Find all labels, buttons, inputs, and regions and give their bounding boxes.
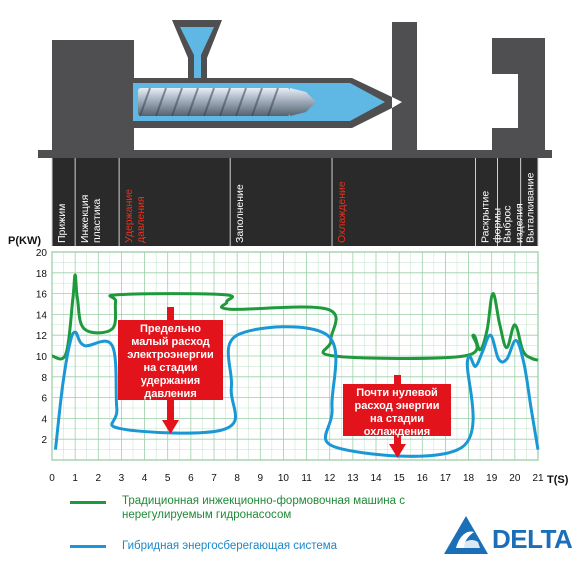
stage-label-line: давления	[135, 196, 147, 243]
x-tick-label: 1	[72, 473, 78, 484]
svg-text:DELTA: DELTA	[492, 524, 573, 554]
x-tick-label: 9	[258, 473, 264, 484]
y-tick-label: 4	[41, 414, 47, 425]
delta-logo: DELTA	[444, 516, 574, 554]
x-axis-title: T(S)	[547, 474, 569, 486]
y-tick-label: 16	[36, 290, 48, 301]
x-tick-label: 7	[211, 473, 217, 484]
legend-traditional: Традиционная инжекционно-формовочная маш…	[70, 494, 430, 524]
x-tick-label: 0	[49, 473, 55, 484]
x-tick-label: 15	[394, 473, 406, 484]
y-tick-label: 2	[41, 435, 47, 446]
x-tick-label: 17	[440, 473, 452, 484]
x-tick-label: 4	[142, 473, 148, 484]
y-tick-label: 10	[36, 352, 48, 363]
stage-label-line: Удержание	[123, 189, 135, 243]
legend-swatch-hybrid	[70, 545, 106, 548]
stage-band	[52, 158, 538, 246]
x-tick-label: 18	[463, 473, 475, 484]
x-tick-label: 10	[278, 473, 290, 484]
y-tick-label: 12	[36, 331, 48, 342]
legend-hybrid: Гибридная энергосберегающая система	[70, 539, 430, 555]
x-tick-label: 19	[486, 473, 498, 484]
x-tick-label: 21	[532, 473, 544, 484]
x-tick-label: 13	[347, 473, 359, 484]
legend-swatch-traditional	[70, 501, 106, 504]
y-tick-label: 20	[36, 248, 48, 259]
stage-label-line: изделия	[514, 203, 526, 243]
machine-base	[38, 150, 552, 158]
stage-label: Заполнение	[234, 184, 246, 243]
legend-label-hybrid: Гибридная энергосберегающая система	[122, 540, 338, 552]
x-tick-label: 5	[165, 473, 171, 484]
series-line-traditional	[51, 273, 539, 362]
fixed-mold-plate	[392, 22, 417, 150]
x-tick-label: 12	[324, 473, 336, 484]
y-tick-labels: 2 4 6 8 10 12 14 16 18 20	[36, 248, 48, 446]
stage-label-line: пластика	[91, 199, 103, 243]
stage-label-line: Прижим	[56, 204, 68, 243]
stage-label: Охлаждение	[336, 181, 348, 243]
moving-mold-plate	[492, 38, 545, 150]
cool-callout-arrow	[389, 375, 406, 458]
x-tick-label: 8	[234, 473, 240, 484]
y-tick-label: 14	[36, 310, 48, 321]
x-tick-label: 16	[417, 473, 429, 484]
injection-machine-illustration	[38, 20, 552, 158]
stage-label-line: Раскрытие	[480, 191, 492, 243]
x-tick-label: 14	[370, 473, 382, 484]
stage-label-line: Охлаждение	[336, 181, 348, 243]
stage-label-line: формы	[492, 208, 504, 243]
barrel-housing	[52, 40, 134, 158]
x-tick-label: 20	[509, 473, 521, 484]
stage-label-line: Заполнение	[234, 184, 246, 243]
stage-label-line: Выталкивание	[525, 172, 537, 243]
series-line-hybrid	[53, 325, 540, 458]
y-tick-label: 18	[36, 269, 48, 280]
hold-callout-arrow	[162, 307, 179, 434]
stage-label-line: Выброс	[502, 206, 514, 244]
cool-stage-callout: Почти нулевой расход энергии на стадии о…	[343, 384, 451, 438]
x-tick-label: 11	[301, 473, 312, 484]
x-tick-label: 2	[96, 473, 102, 484]
stage-label-line: изделия	[537, 203, 549, 243]
y-axis-title: P(KW)	[8, 235, 41, 247]
y-tick-label: 8	[41, 373, 47, 384]
screw	[138, 88, 290, 116]
legend-label-traditional: Традиционная инжекционно-формовочная маш…	[122, 495, 405, 521]
y-tick-label: 6	[41, 394, 47, 405]
stage-label-line: Инжекция	[79, 195, 91, 243]
x-tick-label: 3	[119, 473, 125, 484]
hold-stage-callout: Предельно малый расход электроэнергии на…	[118, 320, 223, 400]
x-tick-label: 6	[188, 473, 194, 484]
stage-label: Прижим	[56, 204, 68, 243]
